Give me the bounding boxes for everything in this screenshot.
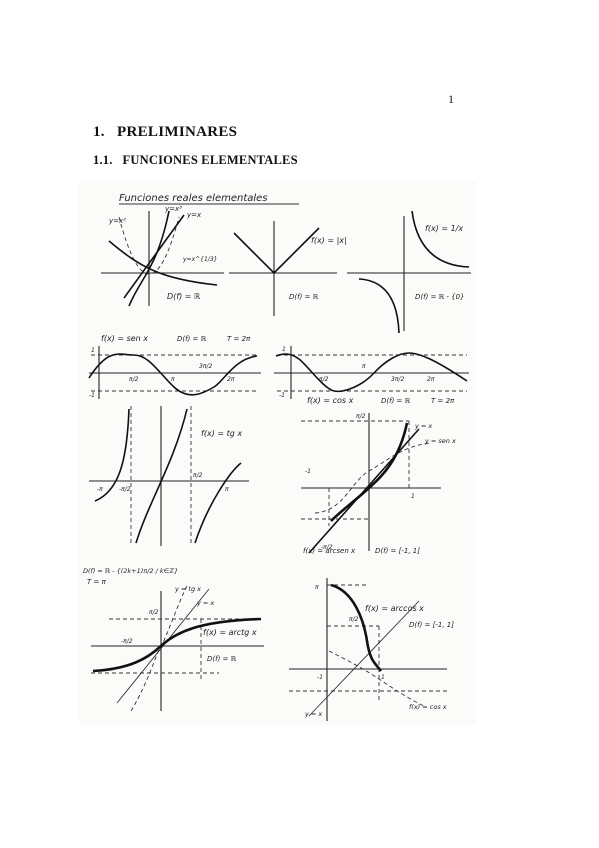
domain-arctangent: D(f) = ℝ [207, 655, 237, 663]
period-tangent: T = π [87, 578, 107, 586]
label-y-sinx: y = sen x [424, 437, 456, 445]
label-cosx: f(x) = cos x [409, 703, 447, 711]
tick-minus-1: -1 [317, 674, 323, 681]
label-arccosine: f(x) = arccos x [365, 604, 424, 613]
label-tangent: f(x) = tg x [201, 429, 242, 438]
panel-cosine: 1 -1 π/2 π 3π/2 2π f(x) = cos x D(f) = ℝ… [274, 346, 469, 405]
label-y-tgx: y = tg x [174, 585, 201, 593]
tick-pi-half: π/2 [129, 376, 139, 383]
panel-arccosine: π π/2 1 -1 f(x) = arccos x D(f) = [-1, 1… [289, 578, 454, 721]
subsection-title: 1.1. FUNCIONES ELEMENTALES [93, 153, 298, 168]
tick-3pi-half: 3π/2 [391, 376, 404, 383]
label-y-x: y = x [304, 710, 322, 718]
tick-pi-half: π/2 [193, 472, 203, 479]
line-y-equals-x [116, 588, 210, 704]
panel-absolute-value: f(x) = |x| D(f) = ℝ [229, 221, 347, 316]
tick-minus-pi-half: -π/2 [121, 638, 133, 645]
curve-arccosine [330, 583, 383, 672]
label-x-squared: y=x² [108, 217, 126, 225]
label-x-cubed: y=x³ [164, 205, 182, 213]
page-number: 1 [448, 92, 454, 106]
curve-cube-root [108, 240, 218, 286]
label-reciprocal: f(x) = 1/x [425, 224, 463, 233]
tick-1: 1 [411, 493, 415, 500]
tick-3pi-half: 3π/2 [199, 363, 212, 370]
period-cosine: T = 2π [431, 397, 455, 405]
curve-reciprocal-left [358, 278, 400, 334]
label-sine: f(x) = sen x [101, 334, 148, 343]
curve-cosine [275, 352, 468, 393]
section-title: 1. PRELIMINARES [93, 124, 237, 141]
elementary-functions-figure: Funciones reales elementales y=x² y=x³ y… [79, 181, 476, 725]
panel-arcsine: π/2 -π/2 1 -1 y = x y = sen x f(x) = arc… [301, 413, 456, 555]
figure-canvas: Funciones reales elementales y=x² y=x³ y… [83, 193, 471, 721]
domain-reciprocal: D(f) = ℝ - {0} [415, 293, 465, 301]
period-sine: T = 2π [227, 335, 251, 343]
curve-sine-reference [314, 442, 430, 514]
tick-minus-1: -1 [89, 392, 95, 399]
tick-minus-pi: -π [97, 486, 103, 493]
domain-abs: D(f) = ℝ [289, 293, 319, 301]
label-y-x: y=x [186, 211, 202, 219]
domain-sine: D(f) = ℝ [177, 335, 207, 343]
domain-arccosine: D(f) = [-1, 1] [409, 621, 454, 629]
tick-minus-pi-half: -π/2 [321, 544, 333, 551]
panel-sine: 1 -1 π/2 π 3π/2 2π f(x) = sen x D(f) = ℝ… [88, 334, 261, 399]
panel-power-functions: y=x² y=x³ y=x y=x^{1/3} D(f) = ℝ [101, 205, 224, 307]
curve-tangent-branch-3 [194, 462, 242, 544]
curve-abs [233, 227, 320, 275]
domain-power: D(f) = ℝ [167, 292, 200, 301]
curve-tangent-branch-1 [94, 408, 130, 502]
tick-pi: π [315, 584, 319, 591]
tick-pi: π [225, 486, 229, 493]
label-arctangent: f(x) = arctg x [203, 628, 257, 637]
label-cube-root: y=x^{1/3} [182, 256, 217, 263]
curve-tangent-branch-2 [135, 408, 188, 544]
panel-tangent: -π -π/2 π/2 π f(x) = tg x D(f) = ℝ - {(2… [83, 406, 249, 586]
domain-arcsine: D(f) = [-1, 1] [375, 547, 420, 555]
tick-1: 1 [381, 674, 385, 681]
figure-heading: Funciones reales elementales [119, 193, 268, 204]
line-y-equals-x [123, 214, 185, 299]
curve-sine [88, 353, 258, 396]
panel-arctangent: π/2 -π/2 y = tg x y = x f(x) = arctg x D… [91, 585, 264, 712]
label-cosine: f(x) = cos x [307, 396, 354, 405]
section-number: 1. [93, 124, 105, 140]
line-y-equals-x [308, 600, 420, 717]
tick-pi-half: π/2 [149, 609, 159, 616]
domain-cosine: D(f) = ℝ [381, 397, 411, 405]
tick-2pi: 2π [227, 376, 235, 383]
tick-minus-1: -1 [279, 392, 285, 399]
curve-x-squared [118, 216, 180, 275]
tick-2pi: 2π [427, 376, 435, 383]
tick-1: 1 [91, 347, 95, 354]
curve-arcsine [330, 422, 409, 522]
subsection-number: 1.1. [93, 153, 113, 167]
tick-pi-half: π/2 [319, 376, 329, 383]
curve-cosine-reference [328, 650, 425, 707]
curve-arctangent [92, 617, 262, 673]
label-arcsine: f(x) = arcsen x [303, 547, 356, 555]
label-abs: f(x) = |x| [311, 236, 347, 245]
subsection-label: FUNCIONES ELEMENTALES [122, 153, 298, 167]
tick-1: 1 [282, 346, 286, 353]
tick-pi: π [362, 363, 366, 370]
label-y-x: y = x [414, 422, 432, 430]
panel-reciprocal: f(x) = 1/x D(f) = ℝ - {0} [347, 210, 471, 334]
tick-pi: π [171, 376, 175, 383]
domain-tangent: D(f) = ℝ - {(2k+1)π/2 / k∈ℤ} [83, 567, 178, 575]
tick-pi-half: π/2 [356, 413, 366, 420]
curve-reciprocal-right [411, 210, 470, 268]
label-y-x: y = x [196, 599, 214, 607]
tick-minus-1: -1 [305, 468, 311, 475]
tick-pi-half: π/2 [349, 616, 359, 623]
tick-minus-pi-half: -π/2 [119, 486, 131, 493]
section-label: PRELIMINARES [117, 124, 238, 140]
